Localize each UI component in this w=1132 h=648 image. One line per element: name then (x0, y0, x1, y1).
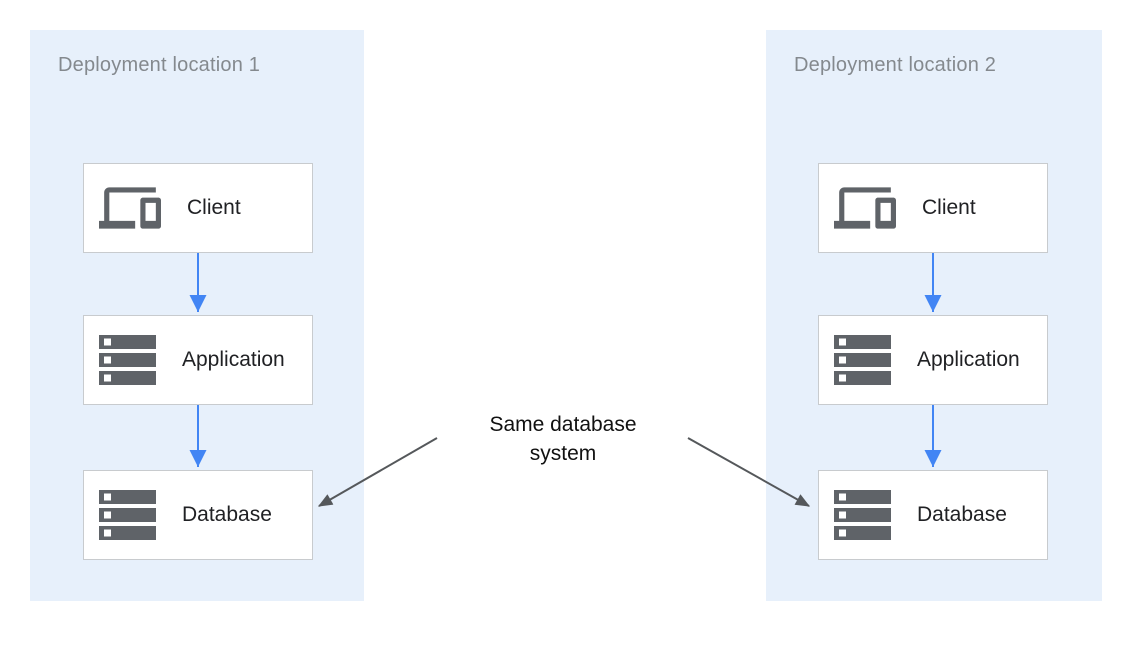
database-node: Database (818, 470, 1048, 560)
client-node: Client (818, 163, 1048, 253)
database-node: Database (83, 470, 313, 560)
annotation-line-1: Same database (489, 413, 637, 436)
application-node: Application (818, 315, 1048, 405)
annotation-line-2: system (529, 442, 597, 465)
application-node: Application (83, 315, 313, 405)
panel-title: Deployment location 2 (794, 54, 997, 76)
panel-title: Deployment location 1 (58, 54, 261, 76)
node-label: Application (917, 348, 1020, 371)
node-label: Database (917, 503, 1007, 526)
server-stack-icon (834, 490, 891, 540)
deployment-location-2-panel: Deployment location 2 Client A (766, 30, 1102, 601)
deployment-location-1-panel: Deployment location 1 Client A (30, 30, 364, 601)
node-label: Application (182, 348, 285, 371)
node-label: Database (182, 503, 272, 526)
node-label: Client (187, 196, 241, 219)
devices-icon (834, 177, 896, 239)
devices-icon (99, 177, 161, 239)
node-label: Client (922, 196, 976, 219)
server-stack-icon (99, 335, 156, 385)
client-node: Client (83, 163, 313, 253)
annotation-label: Same database system (463, 410, 663, 468)
server-stack-icon (99, 490, 156, 540)
server-stack-icon (834, 335, 891, 385)
